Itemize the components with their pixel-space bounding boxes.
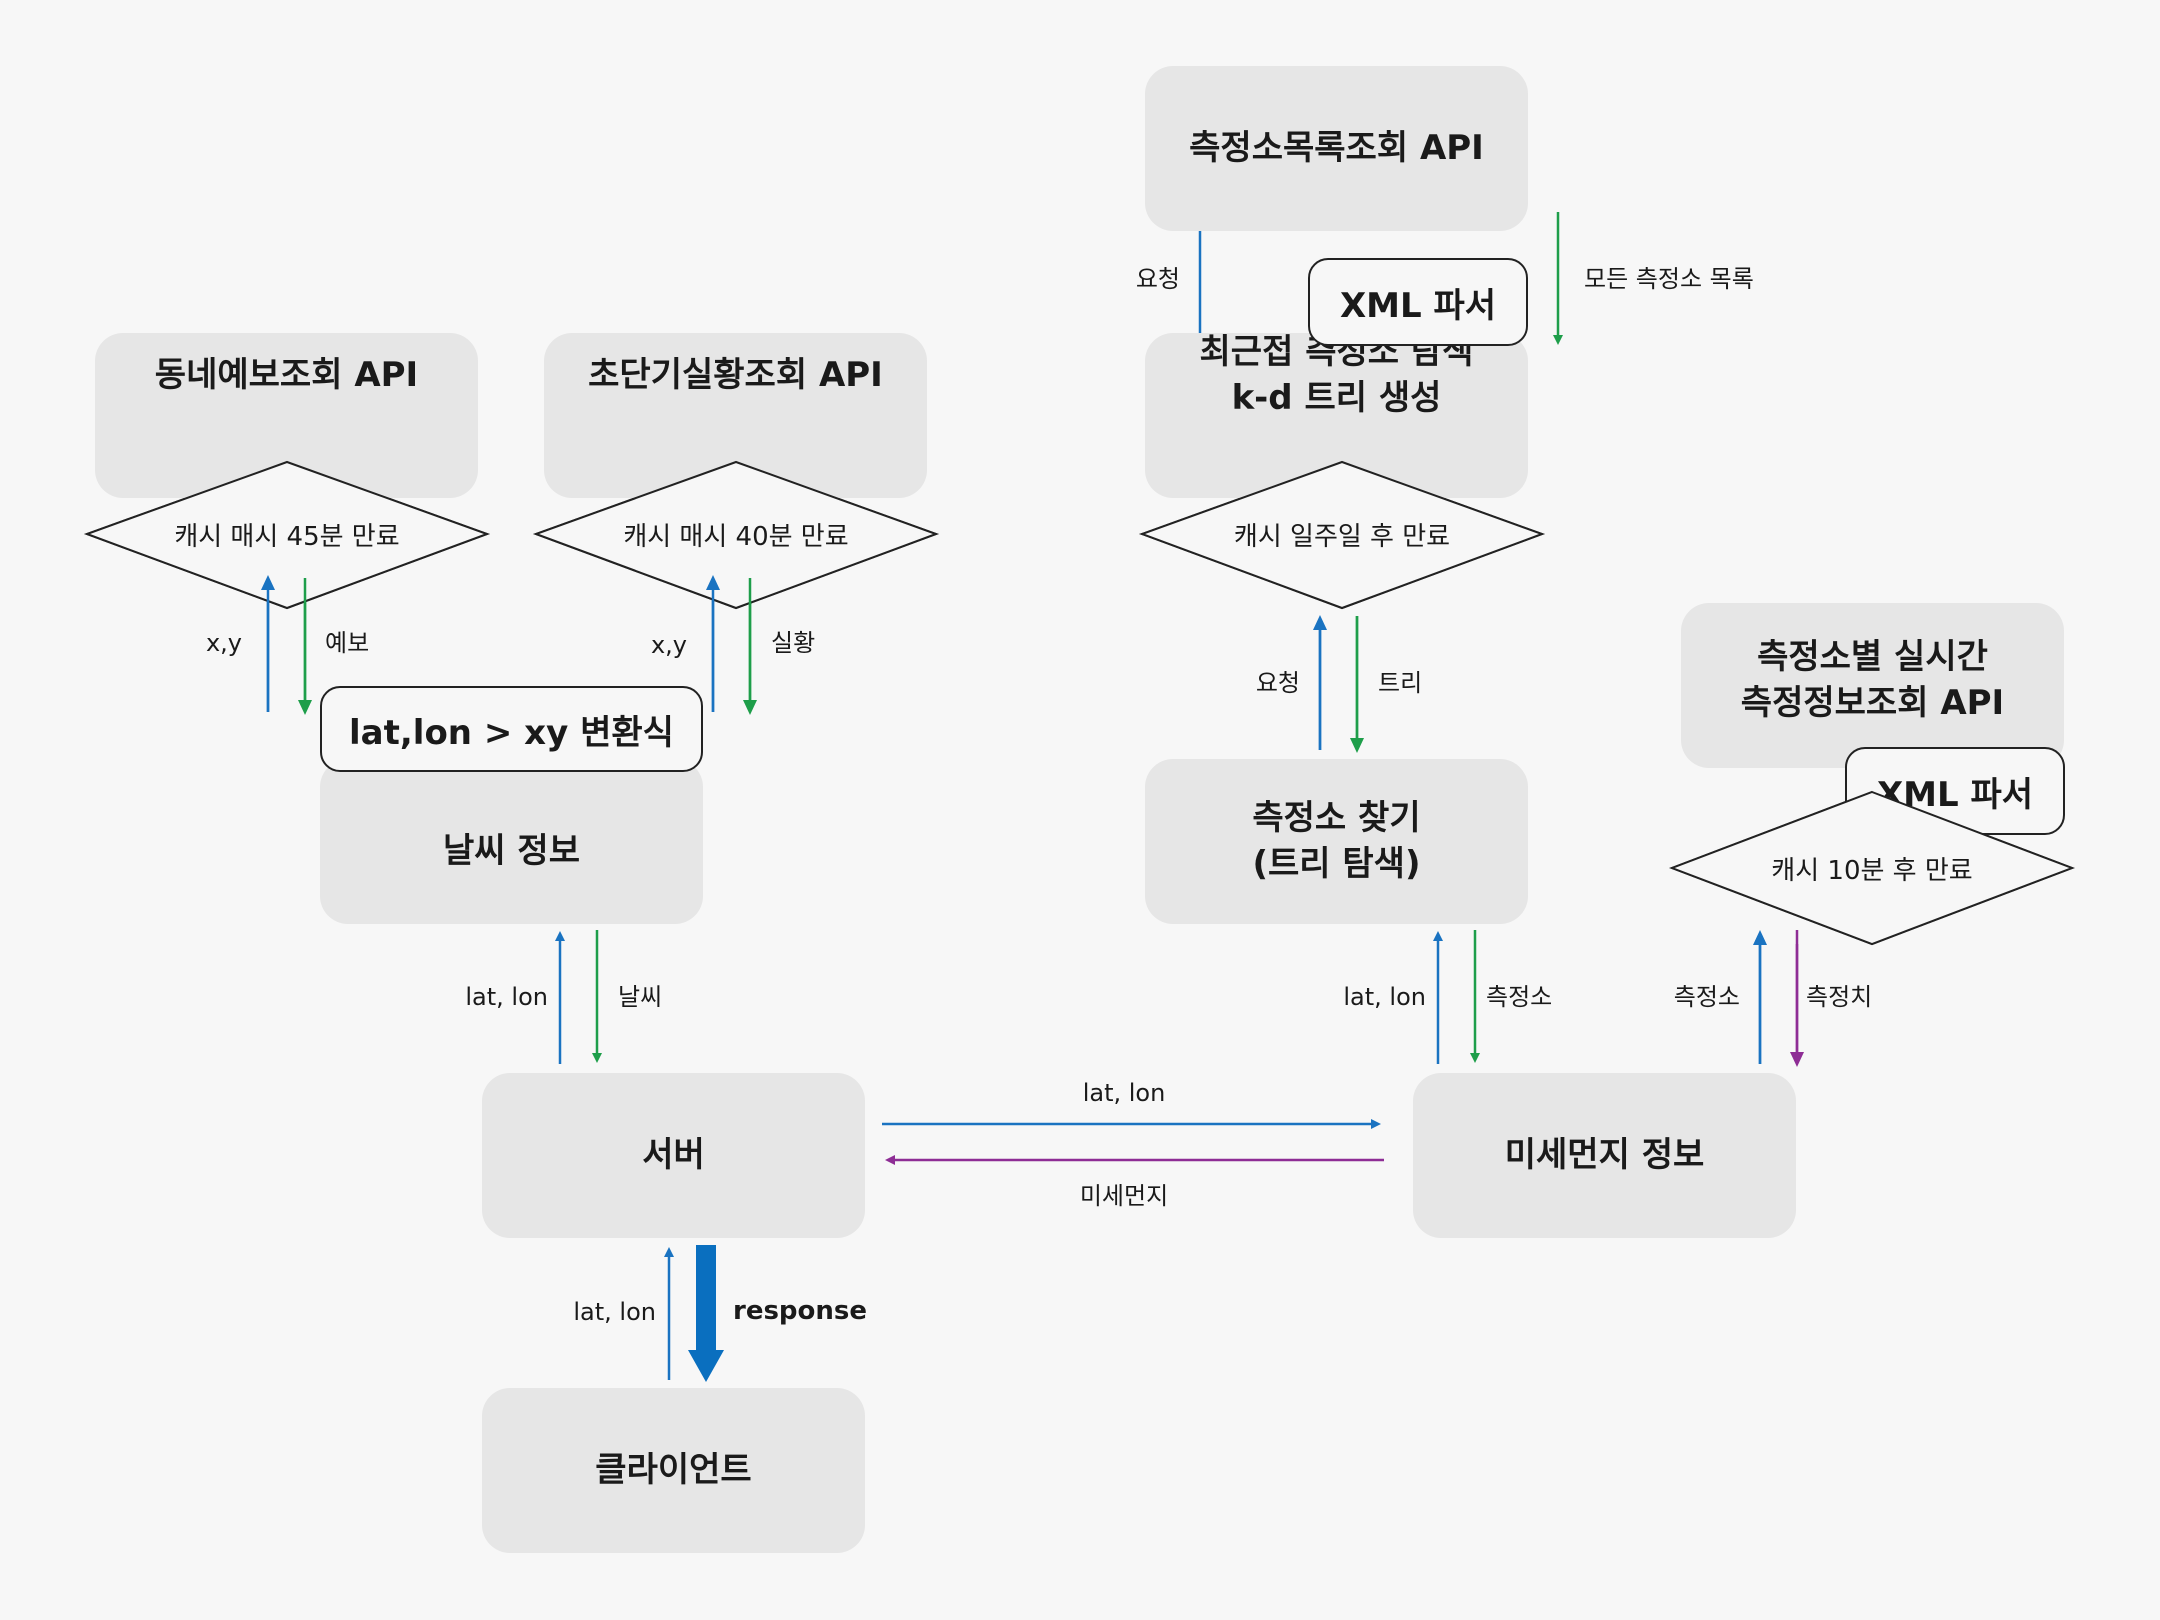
station-list-api-label: 측정소목록조회 API	[1189, 127, 1484, 168]
client-label: 클라이언트	[595, 1449, 752, 1490]
label-request-2: 요청	[1255, 669, 1300, 697]
ultra-short-api-label: 초단기실황조회 API	[588, 354, 883, 395]
label-latlon-weather: lat, lon	[465, 983, 548, 1011]
cache-week-label: 캐시 일주일 후 만료	[1233, 521, 1451, 552]
label-station-2: 측정소	[1673, 983, 1740, 1011]
weather-info-label: 날씨 정보	[443, 830, 580, 871]
dust-info-box: 미세먼지 정보	[1413, 1073, 1796, 1238]
nearest-station-box: 최근접 측정소 탐색 k-d 트리 생성	[1145, 332, 1528, 498]
xml-parser-tag-1: XML 파서	[1308, 258, 1528, 346]
label-observed: 실황	[771, 629, 816, 657]
xml-parser-tag-2: XML 파서	[1845, 747, 2065, 835]
dust-info-label: 미세먼지 정보	[1504, 1134, 1705, 1175]
find-station-box: 측정소 찾기 (트리 탐색)	[1145, 759, 1528, 924]
label-tree: 트리	[1378, 669, 1423, 697]
server-box: 서버	[482, 1073, 865, 1238]
realtime-api-label: 측정소별 실시간 측정정보조회 API	[1740, 636, 2005, 723]
label-station-1: 측정소	[1486, 983, 1553, 1011]
ultra-short-api-box: 초단기실황조회 API	[544, 333, 927, 498]
realtime-api-box: 측정소별 실시간 측정정보조회 API	[1681, 603, 2064, 768]
arrow-response-shaft	[696, 1245, 716, 1353]
converter-tag: lat,lon > xy 변환식	[320, 686, 703, 772]
label-latlon-client: lat, lon	[573, 1298, 656, 1326]
weather-info-box: 날씨 정보	[320, 759, 703, 924]
label-xy-1: x,y	[205, 629, 242, 657]
cache-10-label: 캐시 10분 후 만료	[1771, 855, 1973, 886]
label-weather: 날씨	[618, 983, 663, 1011]
village-forecast-api-box: 동네예보조회 API	[95, 333, 478, 498]
find-station-label: 측정소 찾기 (트리 탐색)	[1252, 797, 1421, 884]
label-measured: 측정치	[1806, 983, 1873, 1011]
label-xy-2: x,y	[650, 631, 687, 659]
label-all-stations: 모든 측정소 목록	[1584, 265, 1754, 293]
client-box: 클라이언트	[482, 1388, 865, 1553]
station-list-api-box: 측정소목록조회 API	[1145, 66, 1528, 231]
cache-45-label: 캐시 매시 45분 만료	[174, 521, 400, 552]
label-forecast: 예보	[325, 629, 370, 657]
label-dust: 미세먼지	[1079, 1182, 1169, 1210]
server-label: 서버	[642, 1134, 705, 1175]
label-response: response	[733, 1296, 868, 1326]
converter-label: lat,lon > xy 변환식	[349, 712, 674, 753]
cache-40-label: 캐시 매시 40분 만료	[623, 521, 849, 552]
label-latlon-station: lat, lon	[1343, 983, 1426, 1011]
xml-parser-label-2: XML 파서	[1876, 774, 2034, 815]
label-latlon-server: lat, lon	[1082, 1079, 1166, 1107]
village-forecast-api-label: 동네예보조회 API	[154, 354, 419, 395]
arrow-response-head	[688, 1350, 724, 1382]
xml-parser-label-1: XML 파서	[1339, 285, 1497, 326]
label-request-1: 요청	[1135, 265, 1180, 293]
